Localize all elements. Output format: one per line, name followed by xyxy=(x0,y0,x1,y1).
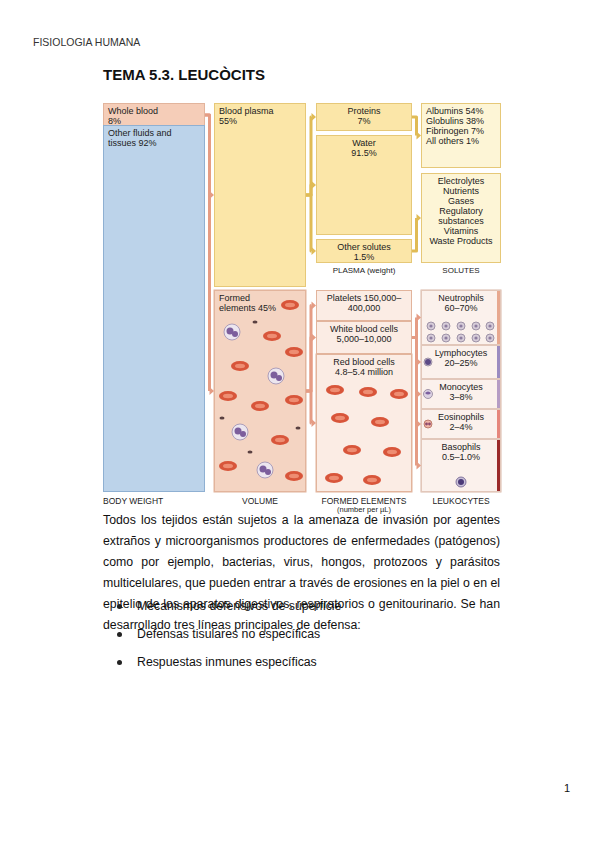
node-text: Gases xyxy=(425,196,497,206)
bullet-item: Mecanismos defensivos de superficie xyxy=(137,598,497,614)
leukocyte-box: Lymphocytes 20–25% xyxy=(421,345,501,379)
bullet-dot xyxy=(117,604,122,609)
node-text: Other fluids and tissues 92% xyxy=(108,128,188,148)
connector-line xyxy=(205,115,210,391)
node-text: Regulatory substances xyxy=(425,206,497,226)
node-text: Other solutes 1.5% xyxy=(336,242,392,262)
connector xyxy=(306,391,316,427)
node-text: Whole blood 8% xyxy=(108,106,168,126)
volume-box: Blood plasma 55% xyxy=(214,103,306,287)
connector-line xyxy=(306,338,312,392)
column-caption: (number per µL) xyxy=(306,505,422,514)
node-text: Fibrinogen 7% xyxy=(426,126,497,136)
solute-box: Albumins 54%Globulins 38%Fibrinogen 7%Al… xyxy=(421,103,501,168)
node-text: Waste Products xyxy=(425,236,497,246)
node-text: Eosinophils 2–4% xyxy=(433,412,489,432)
leukocyte-box: Basophils 0.5–1.0% xyxy=(421,439,501,492)
node-text: Electrolytes xyxy=(425,176,497,186)
connector-line xyxy=(412,338,417,466)
connector xyxy=(306,334,316,392)
node-text: Monocytes 3–8% xyxy=(433,382,489,402)
column-caption: LEUKOCYTES xyxy=(421,496,501,506)
node-text: Proteins 7% xyxy=(343,106,385,126)
node-text: Lymphocytes 20–25% xyxy=(433,348,489,368)
column-caption: VOLUME xyxy=(214,496,306,506)
leukocyte-box: Eosinophils 2–4% xyxy=(421,409,501,439)
connector-line xyxy=(306,306,312,392)
column-caption: FORMED ELEMENTS xyxy=(306,496,422,506)
connector-line xyxy=(306,391,312,423)
connector-line xyxy=(412,117,417,136)
node-text: Neutrophils 60–70% xyxy=(433,293,489,313)
node-text: White blood cells 5,000–10,000 xyxy=(322,324,406,344)
solute-box: ElectrolytesNutrientsGasesRegulatory sub… xyxy=(421,173,501,263)
node-text: Platelets 150,000–400,000 xyxy=(324,293,404,313)
connector xyxy=(412,338,421,470)
node-text: All others 1% xyxy=(426,136,497,146)
connector xyxy=(412,214,421,251)
formed-box: Red blood cells 4.8–5.4 million xyxy=(316,354,412,492)
node-text: Nutrients xyxy=(425,186,497,196)
leukocyte-icons xyxy=(424,322,495,487)
body-box: Other fluids and tissues 92% xyxy=(103,125,205,492)
plasma-box: Other solutes 1.5% xyxy=(316,239,412,263)
page-number: 1 xyxy=(540,782,570,795)
node-text: Red blood cells 4.8–5.4 million xyxy=(328,357,400,377)
formed-box: White blood cells 5,000–10,000 xyxy=(316,321,412,354)
body-paragraph: Todos los tejidos están sujetos a la ame… xyxy=(103,510,500,636)
running-header: FISIOLOGIA HUMANA xyxy=(33,36,233,49)
connector xyxy=(306,195,316,255)
bullet-dot xyxy=(117,632,122,637)
body-box: Whole blood 8% xyxy=(103,103,205,127)
bullet-item: Defensas tisulares no específicas xyxy=(137,626,497,642)
connector xyxy=(306,181,316,195)
node-text: Globulins 38% xyxy=(426,116,497,126)
connector-line xyxy=(306,117,312,195)
column-caption: BODY WEIGHT xyxy=(103,496,205,506)
leukocyte-box: Monocytes 3–8% xyxy=(421,379,501,409)
connector xyxy=(205,115,214,395)
formed-cells xyxy=(219,300,303,481)
bullet-item: Respuestas inmunes específicas xyxy=(137,654,497,670)
page-title: TEMA 5.3. LEUCÒCITS xyxy=(103,66,265,83)
plasma-box: Water 91.5% xyxy=(316,135,412,235)
node-text: Formed elements 45% xyxy=(219,293,281,313)
node-text: Albumins 54% xyxy=(426,106,497,116)
node-text: Blood plasma 55% xyxy=(219,106,279,126)
leukocyte-box: Neutrophils 60–70% xyxy=(421,290,501,345)
bullet-dot xyxy=(117,660,122,665)
connector xyxy=(306,302,316,392)
node-text: Vitamins xyxy=(425,226,497,236)
connector xyxy=(412,117,421,140)
column-caption: SOLUTES xyxy=(421,266,501,276)
connector-line xyxy=(412,318,417,338)
node-text: Water 91.5% xyxy=(344,138,384,158)
connector xyxy=(412,314,421,338)
node-text: Basophils 0.5–1.0% xyxy=(433,442,489,462)
connector xyxy=(306,113,316,195)
plasma-box: Proteins 7% xyxy=(316,103,412,131)
volume-box: Formed elements 45% xyxy=(214,290,306,492)
red-cells xyxy=(325,385,408,485)
connector-line xyxy=(306,195,312,251)
column-caption: PLASMA (weight) xyxy=(310,266,418,276)
formed-box: Platelets 150,000–400,000 xyxy=(316,290,412,321)
connector-line xyxy=(412,218,417,251)
